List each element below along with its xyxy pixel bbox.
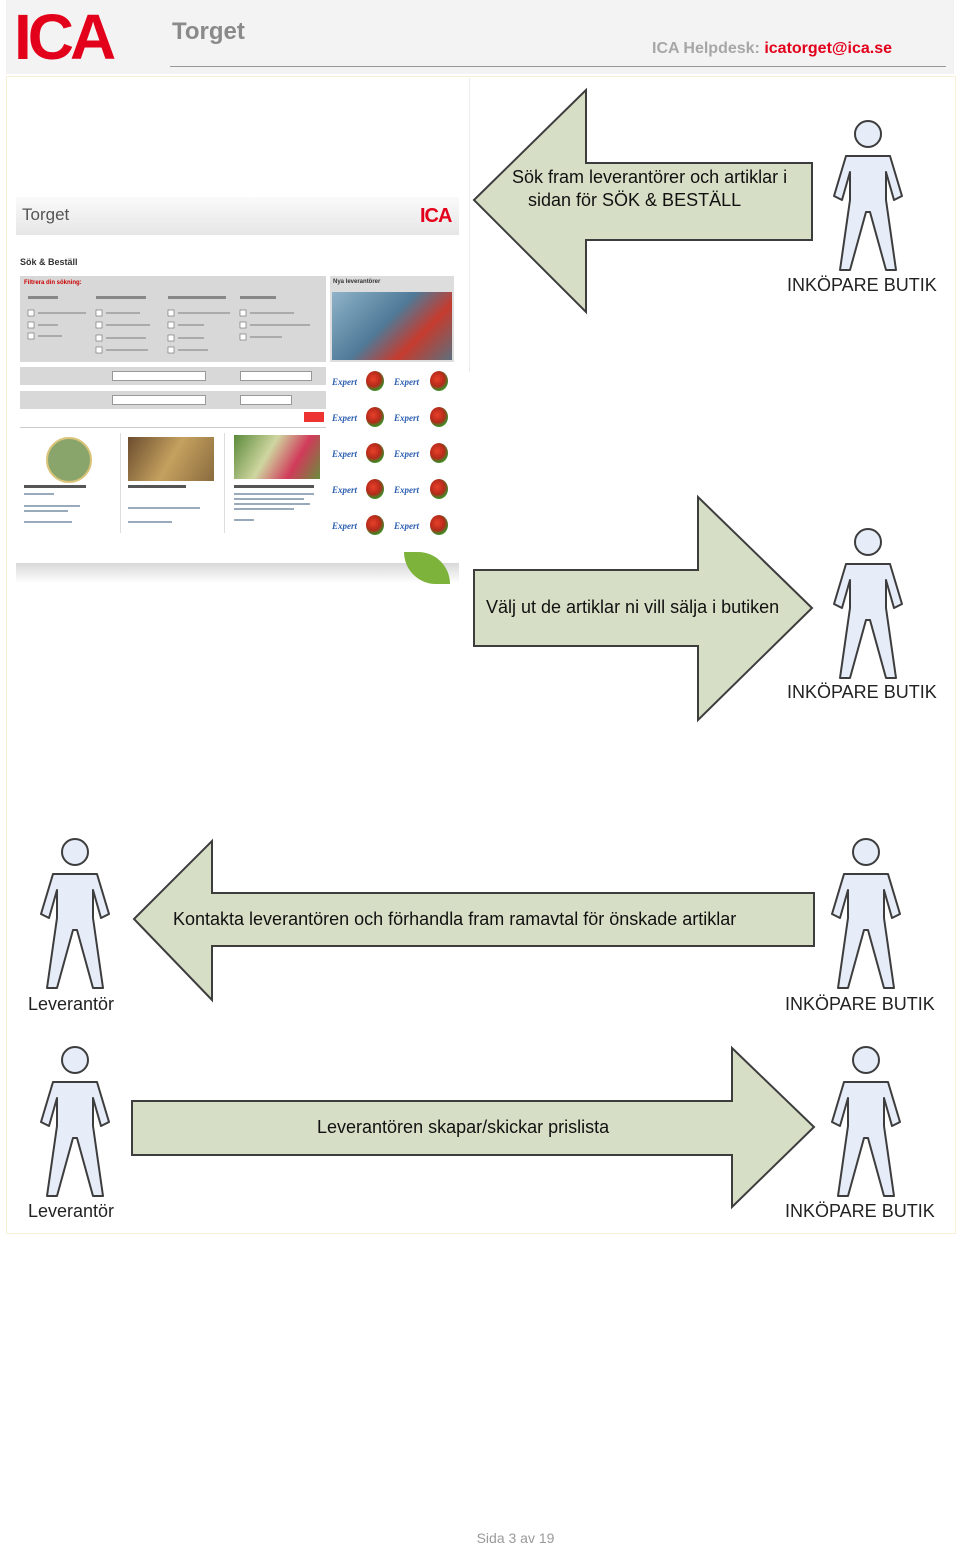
- frame-divider: [469, 78, 470, 372]
- mini-card-image-3: [234, 435, 320, 479]
- mini-filter-panel: Filtrera din sökning:: [20, 276, 326, 362]
- person-icon: [833, 120, 903, 271]
- mini-ica-logo: ICA: [420, 205, 452, 227]
- produce-icon: [366, 407, 384, 427]
- expert-badge: Expert: [332, 485, 358, 495]
- person-icon: [831, 838, 901, 989]
- torget-screenshot: Torget ICA Sök & Beställ Filtrera din sö…: [16, 197, 459, 592]
- arrow-step-3: [132, 838, 815, 1003]
- arrow-step-4: [131, 1045, 816, 1210]
- mini-topbar: [16, 197, 459, 235]
- mini-new-suppliers: Nya leverantörer: [330, 276, 454, 362]
- header-divider: [170, 66, 946, 67]
- expert-badge: Expert: [394, 485, 420, 495]
- arrow-step-2: [473, 494, 814, 723]
- produce-icon: [430, 407, 448, 427]
- role-label-buyer: INKÖPARE BUTIK: [787, 682, 937, 702]
- expert-badge: Expert: [394, 377, 420, 387]
- step-2-caption: Välj ut de artiklar ni vill sälja i buti…: [486, 597, 780, 617]
- expert-badge: Expert: [394, 449, 420, 459]
- produce-icon: [366, 479, 384, 499]
- mini-title: Torget: [22, 205, 70, 224]
- helpdesk-label: ICA Helpdesk:: [652, 40, 760, 57]
- mini-heading: Sök & Beställ: [20, 257, 78, 267]
- produce-icon: [366, 443, 384, 463]
- ica-logo: ICA: [14, 1, 116, 73]
- diagram-frame: [6, 76, 956, 1234]
- header-title: Torget: [172, 18, 245, 45]
- person-icon: [40, 838, 110, 989]
- person-icon: [833, 528, 903, 679]
- role-label-buyer: INKÖPARE BUTIK: [785, 1201, 935, 1221]
- mini-news-heading: Nya leverantörer: [333, 279, 381, 285]
- mini-col-divider-2: [224, 433, 225, 533]
- mini-filter-heading: Filtrera din sökning:: [24, 280, 82, 286]
- mini-search-bar-1: [20, 367, 326, 385]
- expert-badge: Expert: [332, 521, 358, 531]
- role-label-supplier: Leverantör: [28, 994, 115, 1014]
- mini-divider: [20, 427, 326, 428]
- mini-card-image-2: [128, 437, 214, 481]
- helpdesk-email[interactable]: icatorget@ica.se: [764, 40, 892, 57]
- mini-col-divider-1: [120, 433, 121, 533]
- produce-icon: [366, 371, 384, 391]
- step-1-caption-line-1: Sök fram leverantörer och artiklar i: [512, 167, 788, 187]
- produce-icon: [430, 443, 448, 463]
- expert-badge: Expert: [332, 413, 358, 423]
- arrow-step-1: [472, 87, 813, 315]
- mini-badge: [46, 437, 92, 483]
- produce-icon: [430, 371, 448, 391]
- role-label-supplier: Leverantör: [28, 1201, 115, 1221]
- page-number: Sida 3 av 19: [476, 1530, 555, 1546]
- mini-footer: [16, 563, 459, 583]
- person-icon: [40, 1046, 110, 1197]
- mini-boat-photo: [332, 292, 452, 360]
- produce-icon: [430, 515, 448, 535]
- mini-search-bar-2: [20, 391, 326, 409]
- role-label-buyer: INKÖPARE BUTIK: [787, 275, 937, 295]
- person-icon: [831, 1046, 901, 1197]
- expert-badge: Expert: [332, 449, 358, 459]
- produce-icon: [430, 479, 448, 499]
- expert-badge: Expert: [394, 413, 420, 423]
- mini-search-button: [304, 412, 324, 422]
- page-header: [6, 0, 954, 74]
- expert-badge: Expert: [332, 377, 358, 387]
- expert-badge: Expert: [394, 521, 420, 531]
- step-4-caption: Leverantören skapar/skickar prislista: [317, 1117, 610, 1137]
- step-3-caption: Kontakta leverantören och förhandla fram…: [173, 909, 737, 929]
- mini-filter-checkboxes: [27, 296, 310, 354]
- produce-icon: [366, 515, 384, 535]
- step-1-caption-line-2: sidan för SÖK & BESTÄLL: [528, 190, 742, 210]
- mini-card-texts: [24, 485, 314, 523]
- role-label-buyer: INKÖPARE BUTIK: [785, 994, 935, 1014]
- helpdesk-contact: ICA Helpdesk: icatorget@ica.se: [652, 40, 892, 58]
